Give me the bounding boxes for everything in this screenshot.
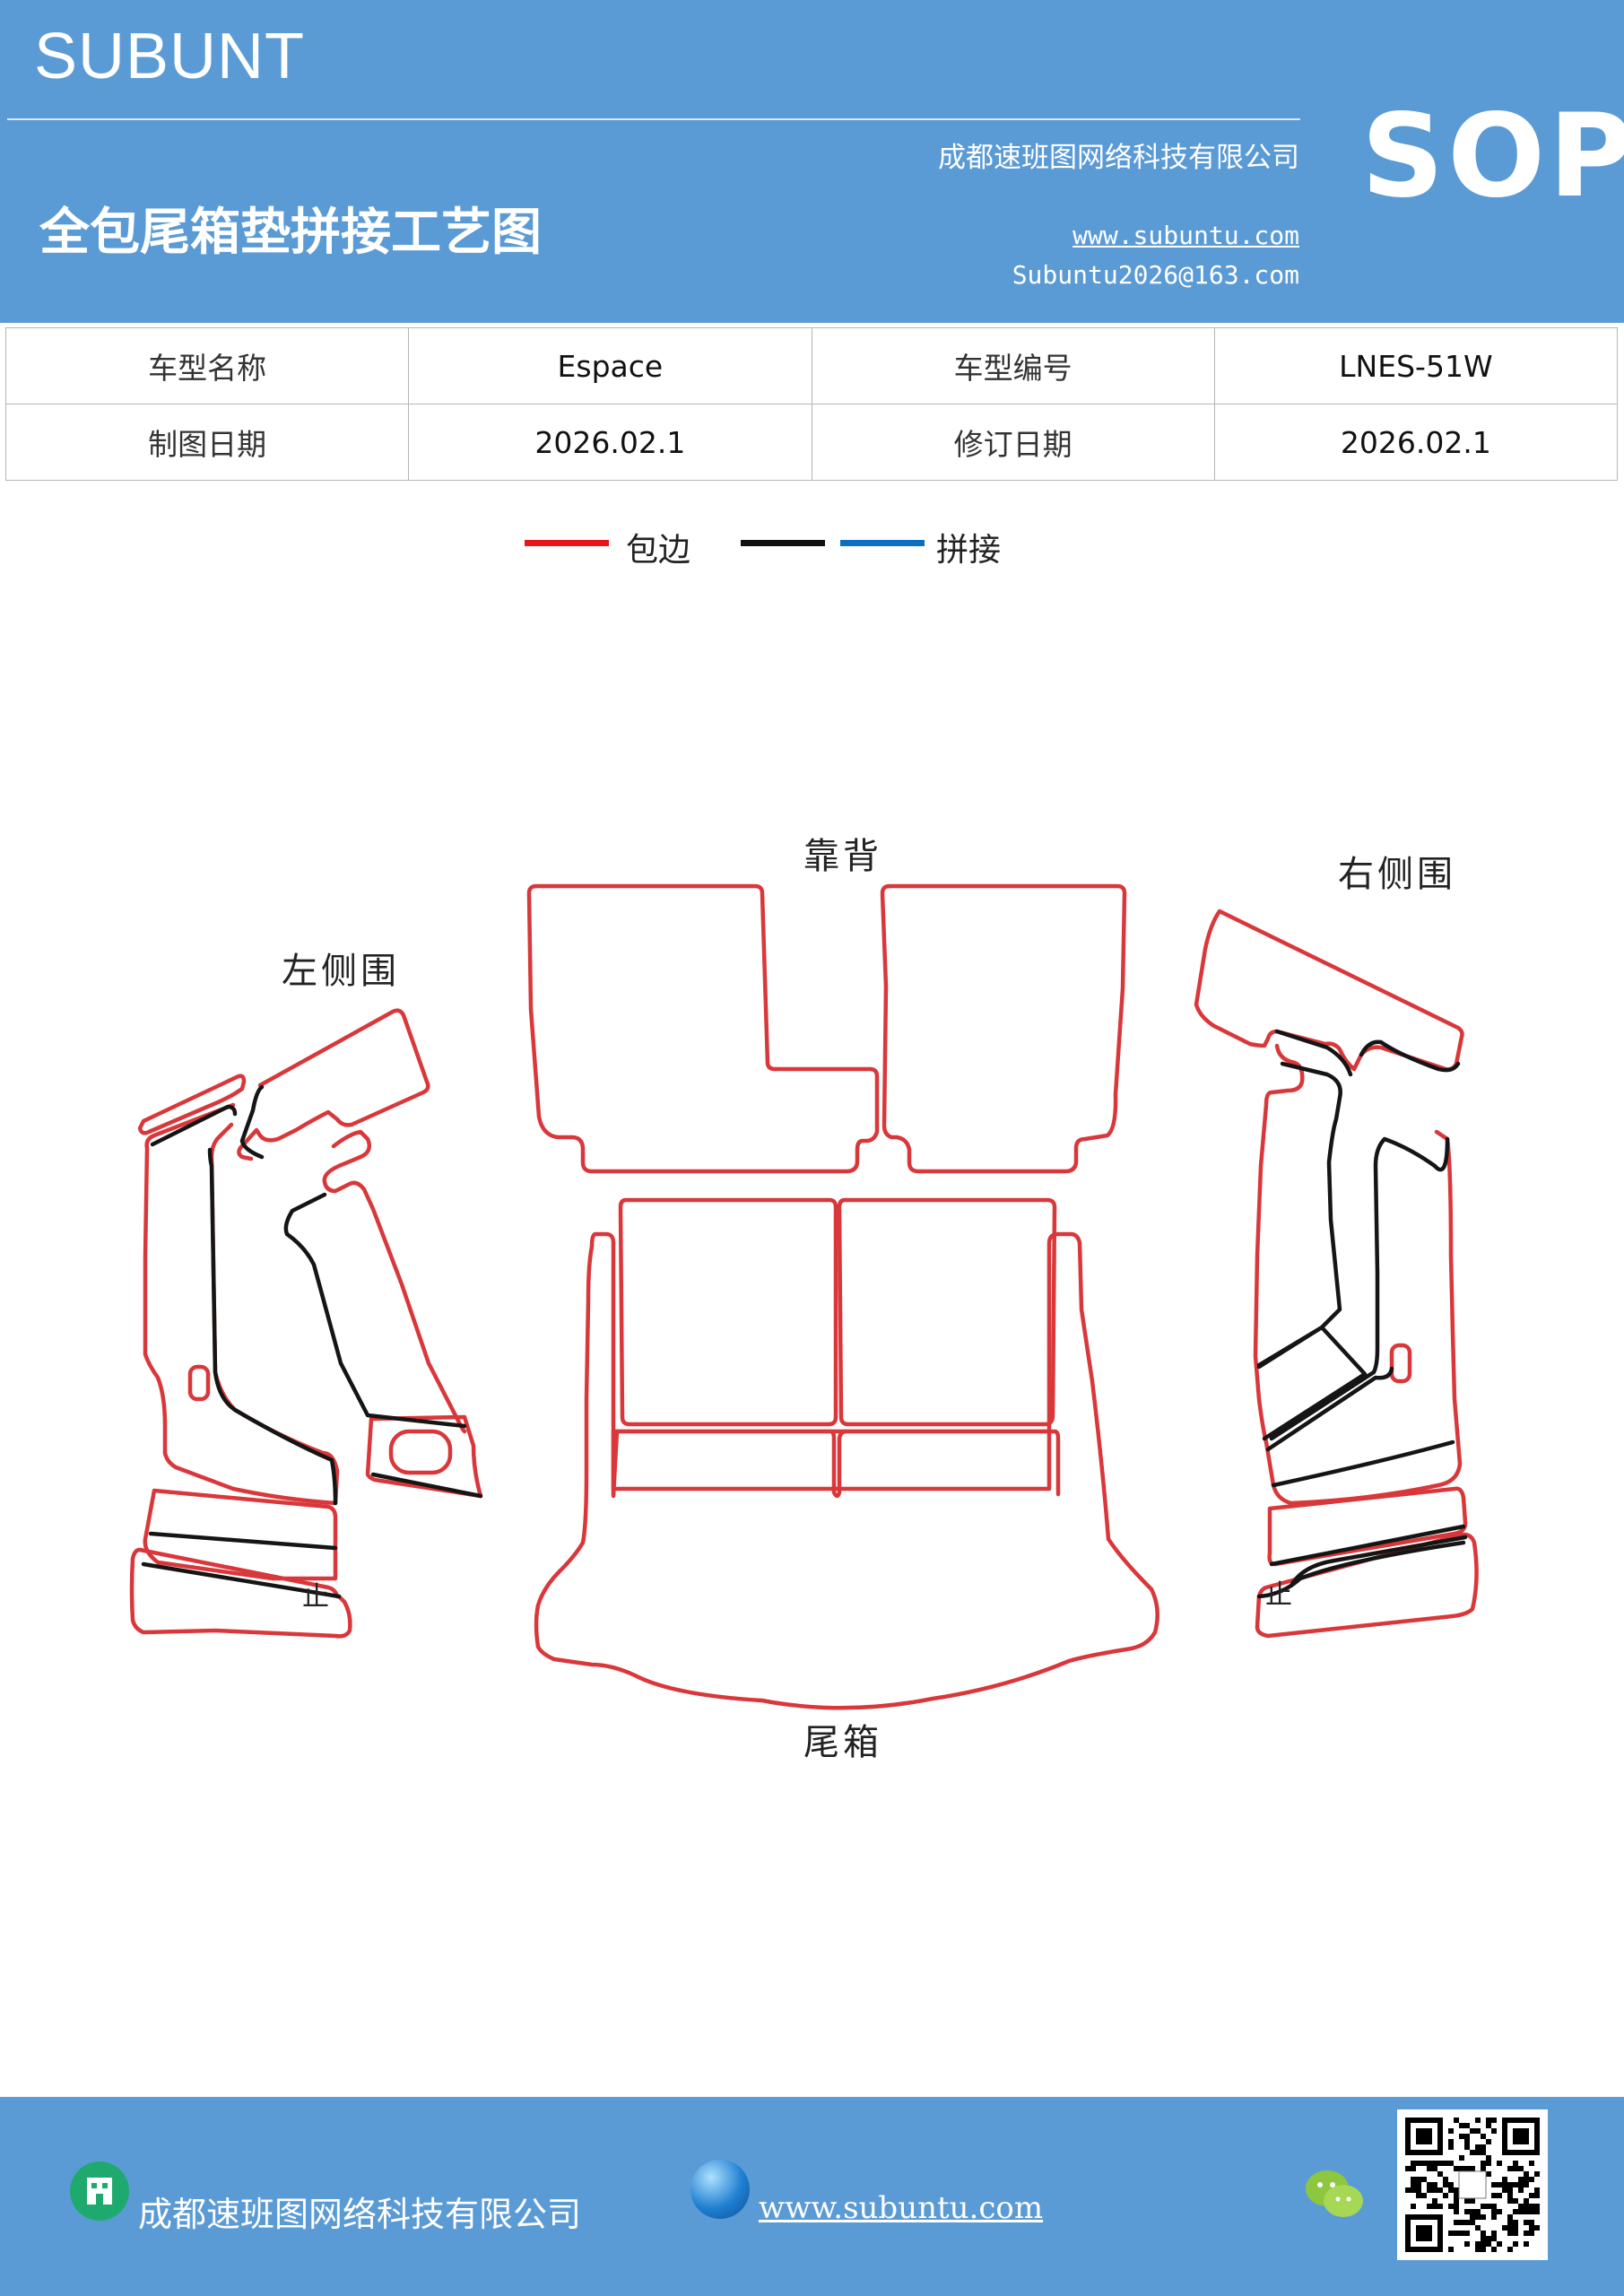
label-trunk: 尾箱 — [803, 1722, 882, 1763]
globe-icon — [690, 2160, 750, 2219]
page-title: 全包尾箱垫拼接工艺图 — [39, 203, 542, 262]
trunk-upper-right-panel — [837, 1197, 1057, 1427]
info-label-cell: 车型名称 — [4, 327, 410, 404]
label-right-side: 右侧围 — [1338, 854, 1456, 895]
footer-website-link[interactable]: www.subuntu.com — [759, 2190, 1044, 2226]
footer-company: 成都速班图网络科技有限公司 — [138, 2195, 582, 2234]
backrest-left-panel — [526, 883, 880, 1174]
building-icon — [70, 2161, 129, 2221]
trunk-floor-outline — [534, 1231, 1159, 1710]
left-side-vertical-strip — [322, 1129, 467, 1434]
info-value-cell: 2026.02.1 — [408, 404, 812, 481]
header-company: 成都速班图网络科技有限公司 — [938, 142, 1299, 174]
header-email[interactable]: Subuntu2026@163.com — [1012, 260, 1299, 290]
right-splice-line-a — [1274, 1029, 1461, 1077]
footer-banner: 成都速班图网络科技有限公司 www.subuntu.com — [0, 2097, 1624, 2296]
right-splice-line-c — [1256, 1136, 1450, 1441]
info-label-cell: 制图日期 — [4, 404, 410, 481]
info-label-cell: 修订日期 — [811, 404, 1215, 481]
trunk-floor-inner-divider — [611, 1429, 1052, 1497]
right-side-slot — [1389, 1343, 1412, 1384]
brand-name: SUBUNT — [34, 21, 306, 92]
info-label-cell: 车型编号 — [811, 327, 1215, 404]
label-left-stop: 止 — [302, 1581, 329, 1613]
left-splice-line-c — [207, 1147, 338, 1506]
right-side-top-panel — [1194, 909, 1464, 1072]
left-side-slot — [187, 1364, 211, 1402]
trunk-upper-left-panel — [618, 1197, 838, 1427]
left-splice-line-d — [283, 1192, 467, 1429]
right-splice-line-d — [1265, 1366, 1455, 1488]
edging-line-swatch — [525, 540, 609, 546]
qr-code — [1397, 2109, 1548, 2260]
legend: 包边 拼接 — [0, 520, 1624, 574]
splice-label: 拼接 — [936, 532, 1002, 569]
header-banner: SUBUNT 成都速班图网络科技有限公司 全包尾箱垫拼接工艺图 www.subu… — [0, 0, 1624, 323]
label-left-side: 左侧围 — [282, 951, 400, 992]
splice-line-swatch — [840, 540, 925, 546]
wechat-icon[interactable] — [1302, 2165, 1367, 2228]
left-side-lower-right-panel — [365, 1414, 483, 1499]
left-splice-line-e — [141, 1472, 483, 1599]
left-splice-line-b — [239, 1084, 265, 1160]
left-side-top-trim — [137, 1074, 247, 1135]
right-splice-line-b — [1256, 1061, 1342, 1368]
header-divider — [7, 118, 1300, 120]
left-side-main-panel — [143, 1102, 340, 1506]
left-side-lower-left-piece — [143, 1488, 338, 1581]
label-right-stop: 止 — [1265, 1579, 1292, 1611]
edging-label: 包边 — [626, 532, 691, 569]
right-side-main-panel — [1253, 1043, 1463, 1506]
black-line-swatch — [741, 540, 825, 546]
info-value-cell: LNES-51W — [1213, 327, 1619, 404]
header-website-link[interactable]: www.subuntu.com — [1073, 221, 1299, 250]
info-value-cell: 2026.02.1 — [1213, 404, 1619, 481]
left-side-oval-slot — [388, 1429, 453, 1475]
label-backrest: 靠背 — [803, 836, 882, 877]
backrest-right-panel — [880, 883, 1127, 1174]
right-side-lower-piece — [1267, 1486, 1468, 1567]
left-side-top-panel — [237, 1008, 430, 1161]
left-splice-line-a — [150, 1104, 238, 1147]
trunk-mat-diagram: 靠背 右侧围 左侧围 尾箱 止 止 — [129, 836, 1479, 1763]
trunk-lower-left-divider — [611, 1429, 1061, 1499]
sop-badge: SOP — [1361, 90, 1624, 223]
right-splice-line-e — [1256, 1524, 1468, 1599]
info-value-cell: Espace — [408, 327, 812, 404]
